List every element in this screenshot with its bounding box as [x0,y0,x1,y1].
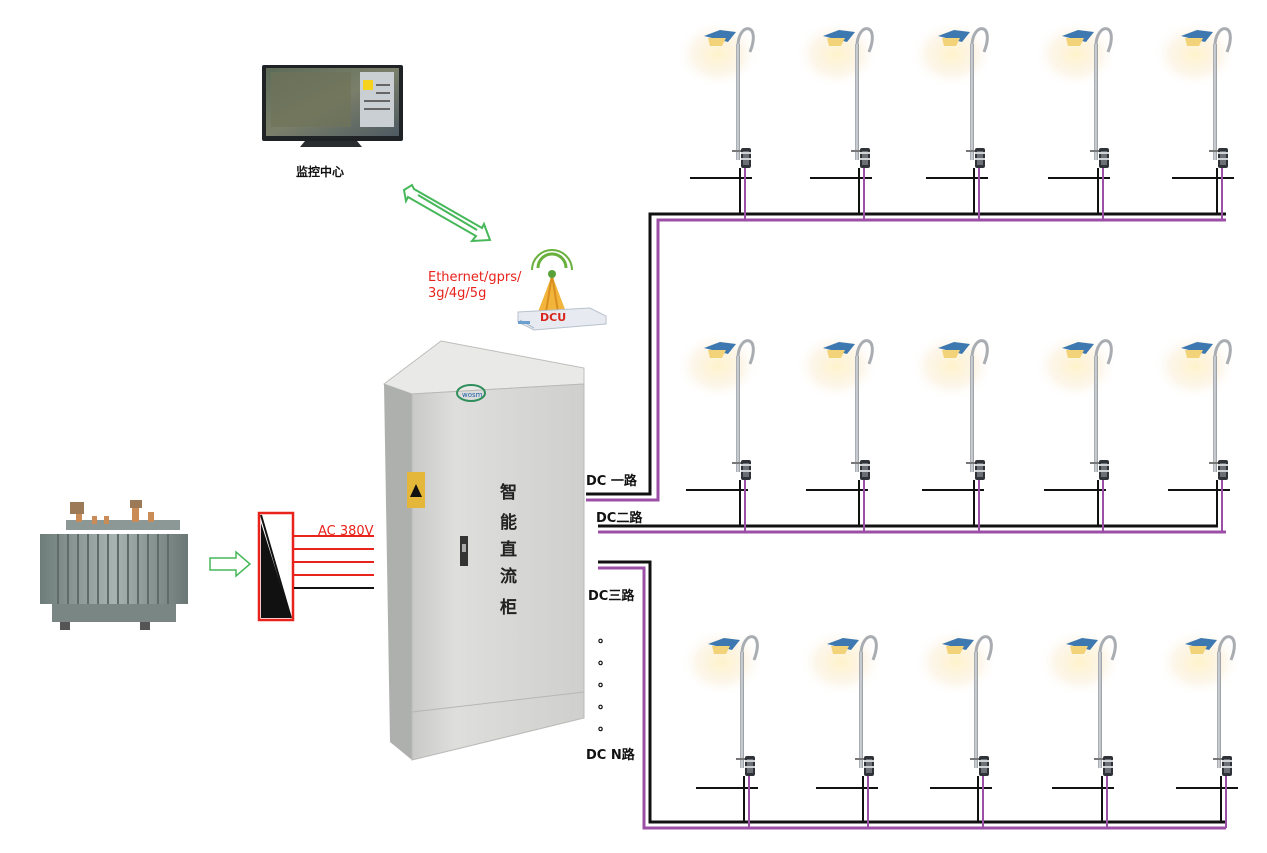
svg-text:能: 能 [500,512,517,533]
svg-text:。: 。 [598,675,611,690]
svg-text:柜: 柜 [500,597,517,618]
street-light-row-2 [674,330,1239,532]
monitor-icon [262,65,403,147]
street-light-row-3 [678,626,1243,828]
street-light-icon [1036,626,1124,778]
dcu-label: DCU [540,311,566,324]
dc-line-1-label: DC 一路 [586,473,638,489]
street-light-icon [908,18,996,170]
street-light-icon [1155,626,1243,778]
svg-text:流: 流 [500,566,517,587]
cabinet-icon: wosm [382,340,585,761]
street-light-icon [1032,330,1120,482]
dc-wiring-top [586,212,1226,534]
street-light-icon [1032,18,1120,170]
street-light-icon [678,626,766,778]
ac-power-lines [294,535,374,589]
street-light-icon [912,626,1000,778]
street-light-icon [674,18,762,170]
street-light-icon [1151,18,1239,170]
network-label-2: 3g/4g/5g [428,286,486,301]
svg-text:。: 。 [598,653,611,668]
svg-text:直: 直 [500,539,517,560]
transformer-icon [40,500,188,630]
street-light-icon [674,330,762,482]
street-light-row-1 [674,18,1239,220]
svg-text:。: 。 [598,631,611,646]
street-light-icon [1151,330,1239,482]
rectifier-icon [257,511,295,622]
arrow-right-icon [209,550,252,578]
svg-text:。: 。 [598,697,611,712]
dc-line-3-label: DC三路 [588,588,635,604]
bidirectional-arrow-icon [402,183,492,243]
street-light-icon [793,330,881,482]
monitor-label: 监控中心 [296,164,344,179]
dc-wiring-bottom [598,560,1226,830]
street-light-icon [793,18,881,170]
svg-text:智: 智 [500,482,517,503]
logo-icon: wosm [456,384,486,402]
warning-icon [407,472,425,508]
ellipsis-dots: 。 。 。 。 。 [598,631,611,734]
svg-text:wosm: wosm [462,391,483,399]
network-label: Ethernet/gprs/ [428,270,522,285]
street-light-icon [797,626,885,778]
street-light-icon [908,330,996,482]
svg-text:。: 。 [598,719,611,734]
cabinet-title: 智 能 直 流 柜 [500,482,517,618]
dc-line-2-label: DC二路 [596,510,643,526]
dc-line-n-label: DC N路 [586,747,636,763]
ac-label: AC 380V [318,524,374,539]
dcu-antenna-icon [517,249,607,331]
